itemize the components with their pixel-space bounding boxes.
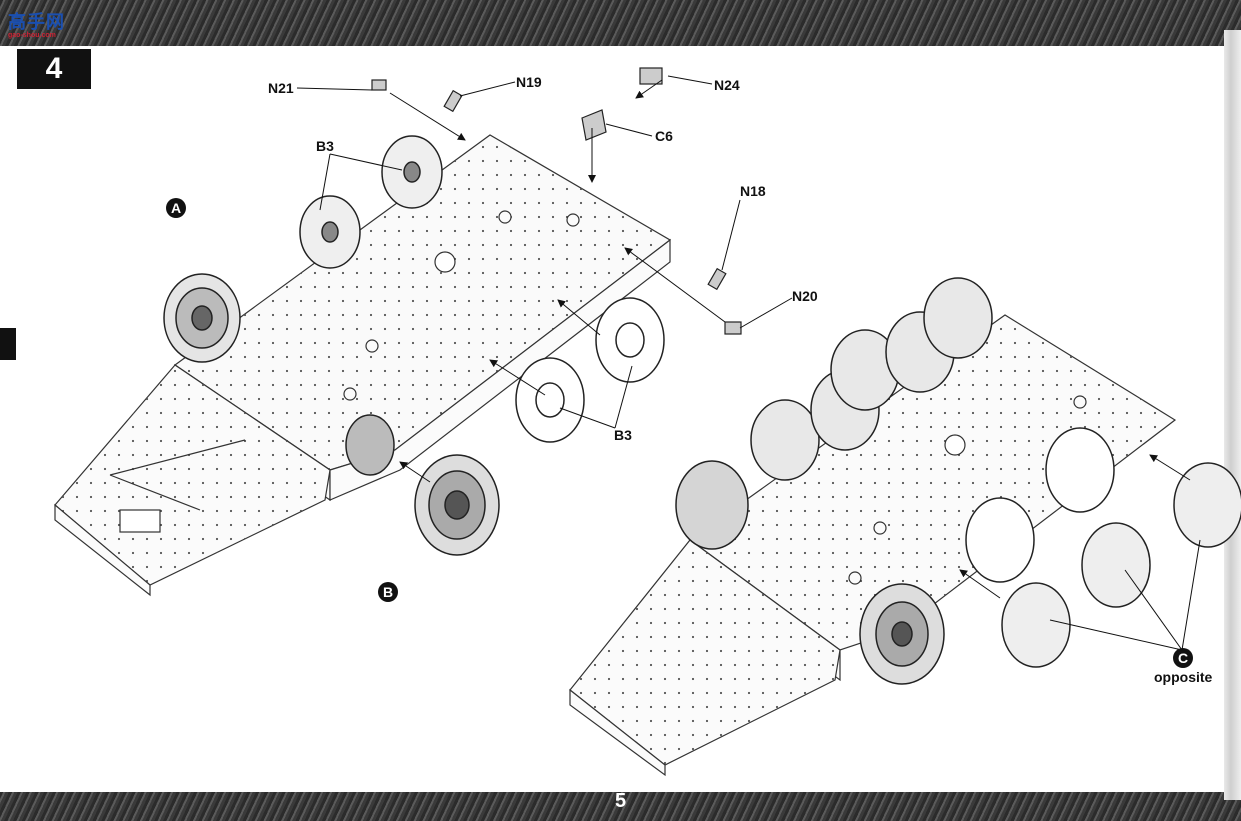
label-opposite: opposite	[1154, 669, 1213, 685]
right-hull	[569, 314, 1177, 777]
label-n19: N19	[516, 74, 542, 90]
label-n18: N18	[740, 183, 766, 199]
side-tab-marker	[0, 328, 16, 360]
callout-a: A	[166, 198, 186, 218]
label-n21: N21	[268, 80, 294, 96]
label-c6: C6	[655, 128, 673, 144]
callout-c-letter: C	[1178, 650, 1188, 666]
callout-a-letter: A	[171, 200, 181, 216]
step-number: 4	[45, 52, 63, 85]
left-road-wheels-top	[299, 135, 443, 269]
left-sprocket-a	[163, 273, 241, 363]
top-border-band	[0, 0, 1241, 46]
right-road-wheels-bottom	[965, 427, 1241, 668]
left-road-wheels-bottom	[515, 297, 665, 443]
label-b3-bottom: B3	[614, 427, 632, 443]
page-edge-shadow	[1224, 30, 1241, 800]
bottom-border-band	[0, 792, 1241, 821]
left-sprocket-b	[345, 414, 500, 556]
label-n24: N24	[714, 77, 740, 93]
watermark-text: 高手网	[8, 12, 65, 32]
right-sprocket	[859, 583, 945, 685]
label-n20: N20	[792, 288, 818, 304]
right-road-wheels-top	[675, 277, 993, 550]
leader-lines	[296, 75, 1201, 651]
callout-c: C	[1173, 648, 1193, 668]
callout-b-letter: B	[383, 584, 393, 600]
page-number: 5	[614, 790, 627, 812]
watermark-logo: 高手网 gao-shou.com	[4, 4, 74, 40]
callout-b: B	[378, 582, 398, 602]
step-number-box: 4	[17, 49, 91, 89]
left-hull	[54, 134, 672, 597]
watermark-subtext: gao-shou.com	[8, 32, 56, 39]
left-small-parts	[371, 67, 742, 335]
label-b3-top: B3	[316, 138, 334, 154]
